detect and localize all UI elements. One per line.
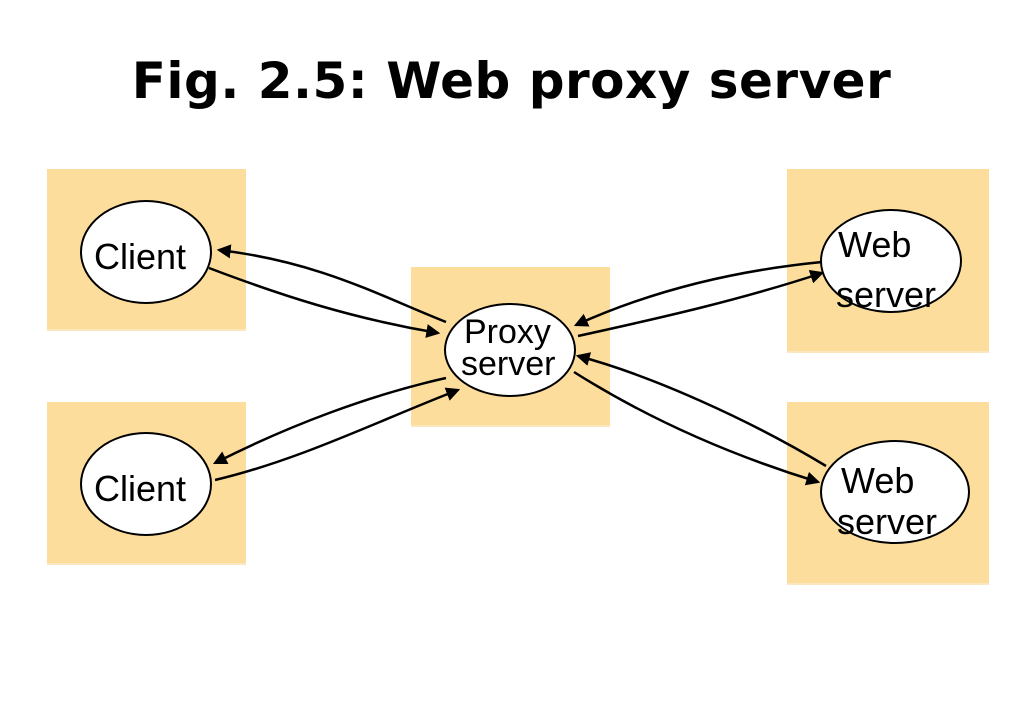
arrow-web-bottom-to-proxy <box>575 352 827 468</box>
arrow-proxy-to-client-top <box>216 244 447 324</box>
web-server-bottom-label-line2: server <box>837 501 938 542</box>
arrow-proxy-to-client-bottom <box>212 376 447 465</box>
figure-title: Fig. 2.5: Web proxy server <box>131 52 892 110</box>
web-server-top-label-line1: Web <box>838 224 912 265</box>
arrow-web-top-to-proxy <box>573 260 823 327</box>
arrow-proxy-to-web-top <box>577 269 825 338</box>
arrow-proxy-to-web-bottom <box>573 370 821 486</box>
proxy-server-label-line2: server <box>461 345 556 383</box>
web-server-bottom-label-line1: Web <box>841 460 915 501</box>
web-server-top-label-line2: server <box>836 274 937 315</box>
client-top-node <box>80 200 212 304</box>
proxy-server-label-line1: Proxy <box>464 313 551 351</box>
web-server-bottom-node <box>820 440 970 544</box>
arrow-client-bottom-to-proxy <box>214 387 461 482</box>
client-top-label: Client <box>94 236 187 277</box>
client-bottom-label: Client <box>94 468 187 509</box>
arrow-client-top-to-proxy <box>208 266 441 338</box>
client-bottom-node <box>80 432 212 536</box>
proxy-server-node <box>444 303 576 397</box>
web-server-top-node <box>820 209 962 313</box>
